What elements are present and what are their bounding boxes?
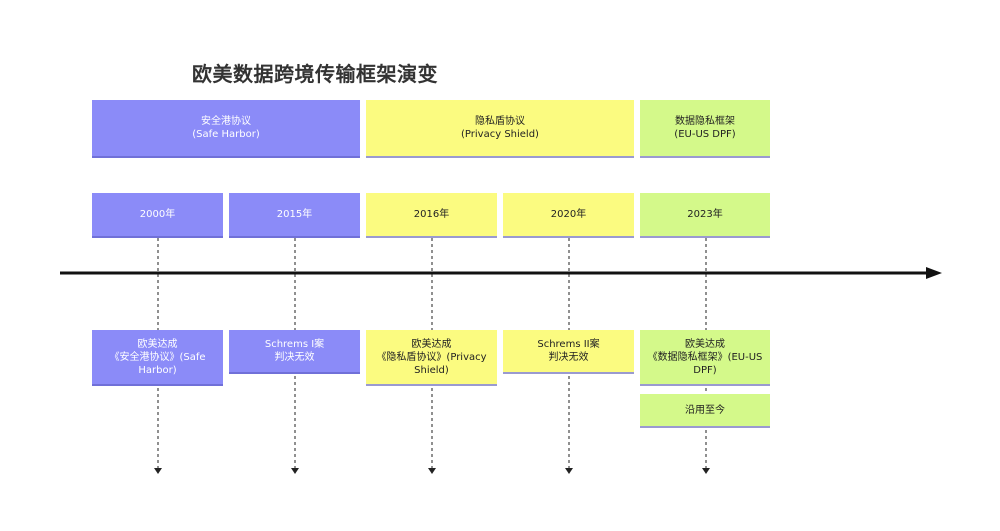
event-3-line1: 欧美达成 [411, 338, 452, 350]
section-safe-harbor-name: 安全港协议 [201, 116, 251, 127]
period-2020-label: 2020年 [550, 209, 587, 220]
event-2-line1: Schrems I案 [264, 339, 325, 350]
dashed-line-arrowhead-3 [428, 468, 436, 474]
section-safe-harbor: 安全港协议 (Safe Harbor) [92, 100, 360, 158]
event-still-in-use-label: 沿用至今 [685, 404, 725, 416]
period-2023-label: 2023年 [687, 209, 723, 220]
dashed-line-arrowhead-5 [702, 468, 710, 474]
event-schrems-1: Schrems I案判决无效 [229, 330, 360, 374]
dashed-line-arrowhead-1 [154, 468, 162, 474]
event-5-line3: DPF) [693, 364, 717, 376]
period-2015: 2015年 [229, 193, 360, 238]
event-4-line1: Schrems II案 [537, 339, 600, 350]
period-2015-label: 2015年 [276, 209, 313, 220]
event-1-line1: 欧美达成 [137, 338, 178, 350]
period-2016-label: 2016年 [413, 209, 450, 220]
section-dpf-name: 数据隐私框架 [674, 116, 735, 127]
event-still-in-use: 沿用至今 [640, 394, 770, 428]
event-2-line2: 判决无效 [274, 352, 315, 363]
section-privacy-shield: 隐私盾协议 (Privacy Shield) [366, 100, 634, 158]
event-1-line2: 《安全港协议》(Safe [109, 351, 206, 363]
event-4-line2: 判决无效 [548, 352, 589, 363]
period-2000-label: 2000年 [139, 209, 176, 220]
event-5-line1: 欧美达成 [684, 338, 725, 350]
event-3-line2: 《隐私盾协议》(Privacy [376, 351, 487, 363]
period-2020: 2020年 [503, 193, 634, 238]
period-2016: 2016年 [366, 193, 497, 238]
section-dpf: 数据隐私框架 (EU-US DPF) [640, 100, 770, 158]
event-1-line3: Harbor) [138, 364, 177, 376]
period-2023: 2023年 [640, 193, 770, 238]
section-privacy-shield-name: 隐私盾协议 [475, 116, 525, 127]
period-2000: 2000年 [92, 193, 223, 238]
timeline-axis-arrowhead [926, 267, 942, 279]
section-privacy-shield-sub: (Privacy Shield) [461, 129, 539, 140]
diagram-title: 欧美数据跨境传输框架演变 [192, 62, 438, 86]
event-schrems-2: Schrems II案判决无效 [503, 330, 634, 374]
dashed-line-arrowhead-4 [565, 468, 573, 474]
section-safe-harbor-sub: (Safe Harbor) [192, 129, 260, 140]
event-5-line2: 《数据隐私框架》(EU-US [647, 351, 763, 363]
dashed-line-arrowhead-2 [291, 468, 299, 474]
event-3-line3: Shield) [414, 364, 449, 376]
section-dpf-sub: (EU-US DPF) [674, 129, 736, 140]
